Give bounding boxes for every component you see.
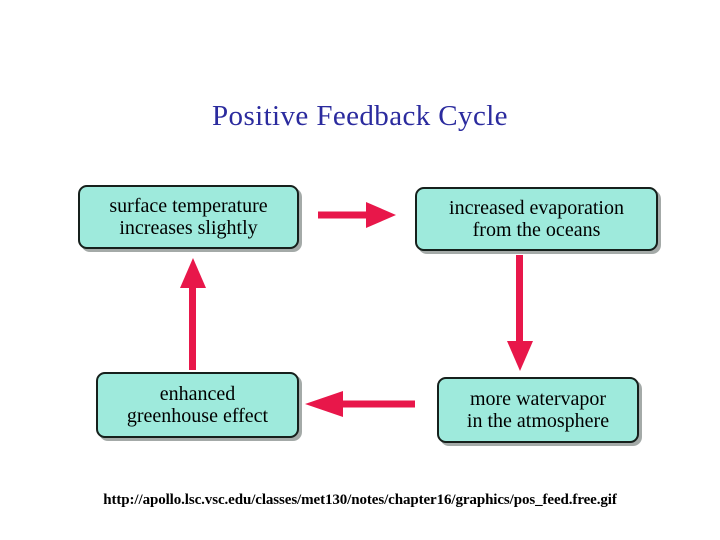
arrow-down-icon (505, 255, 535, 371)
flow-node-line-2: increases slightly (119, 217, 258, 239)
arrow-up-icon (178, 258, 208, 370)
flow-node-line-1: enhanced (159, 382, 236, 405)
arrow-left-icon (305, 389, 415, 419)
flow-node-surface-temperature: surface temperature increases slightly (78, 185, 299, 249)
flow-node-watervapor: more watervapor in the atmosphere (437, 377, 639, 443)
source-url-caption: http://apollo.lsc.vsc.edu/classes/met130… (103, 492, 617, 508)
flow-node-line-1: surface temperature (109, 194, 268, 217)
arrow-right-icon (318, 200, 396, 230)
flow-node-increased-evaporation: increased evaporation from the oceans (415, 187, 658, 251)
flow-node-line-2: greenhouse effect (126, 405, 269, 427)
flow-node-line-2: in the atmosphere (466, 410, 610, 432)
flow-node-line-1: more watervapor (469, 387, 607, 410)
flow-node-line-2: from the oceans (472, 219, 601, 241)
flow-node-greenhouse-effect: enhanced greenhouse effect (96, 372, 299, 438)
page-title: Positive Feedback Cycle (212, 100, 508, 132)
flow-node-line-1: increased evaporation (449, 196, 624, 219)
